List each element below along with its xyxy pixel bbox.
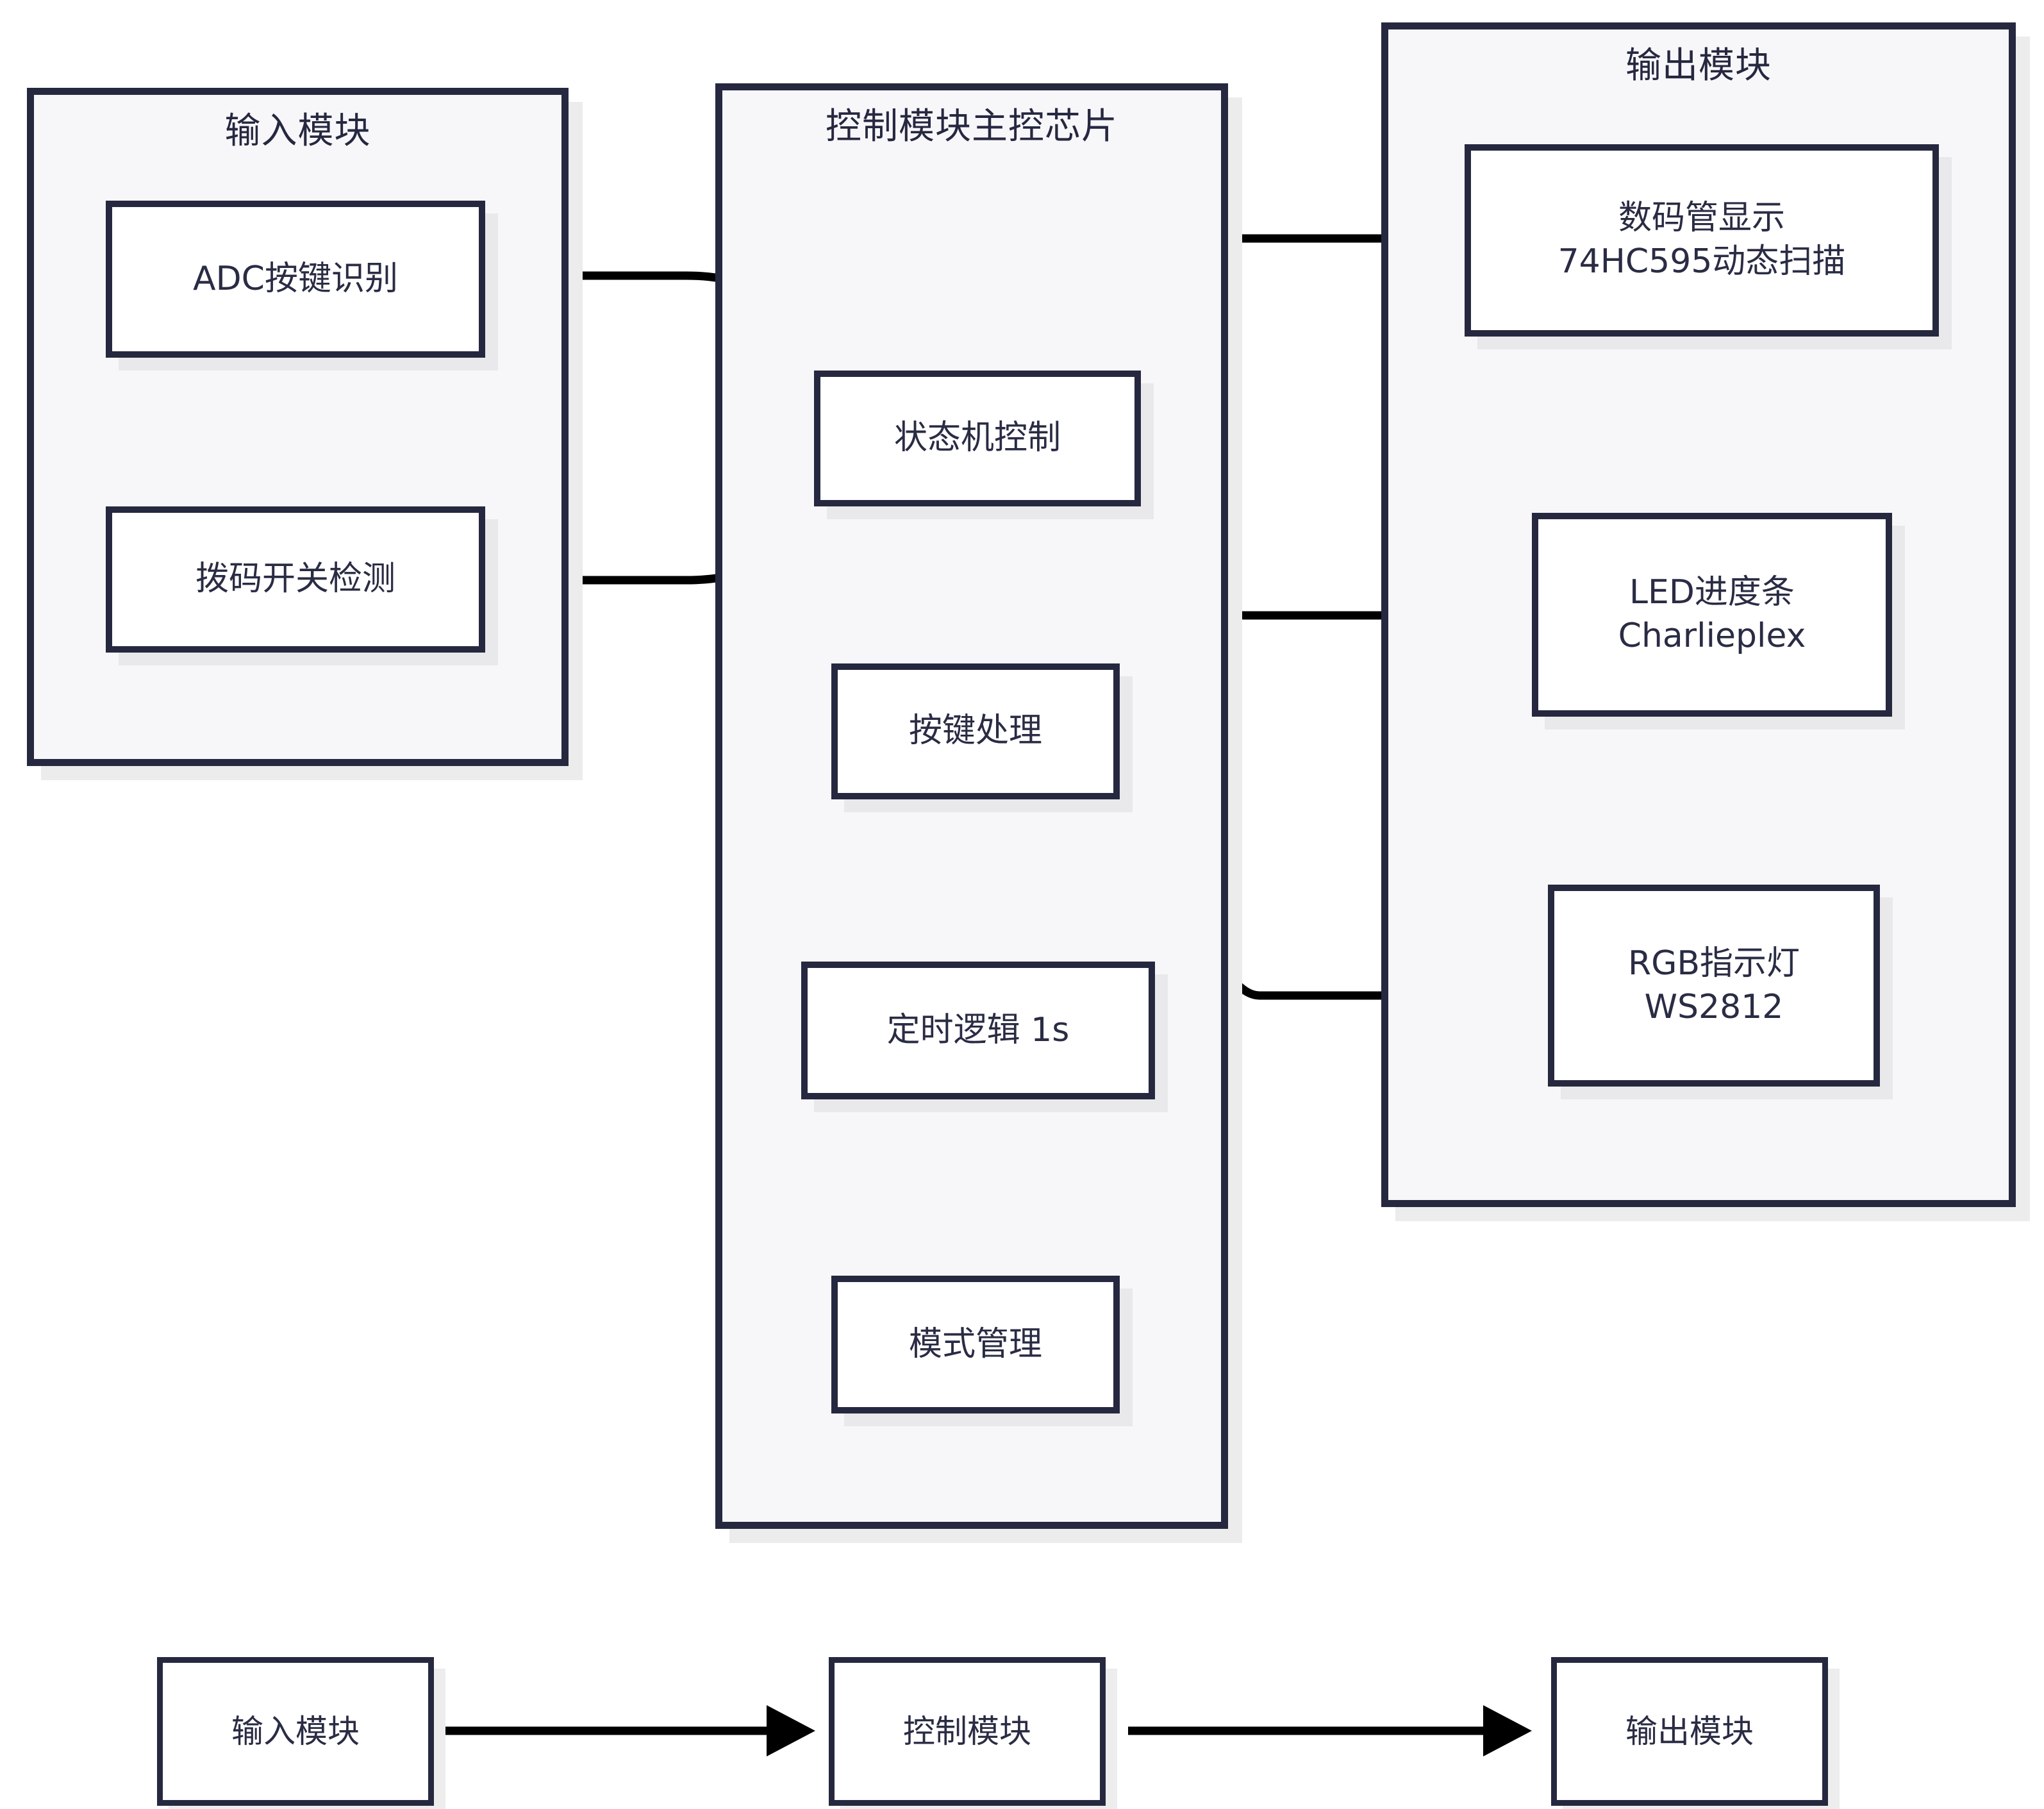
edge-legend-control-to-output (1128, 1705, 1532, 1756)
node-rgb-indicator-label: RGB指示灯 WS2812 (1627, 944, 1800, 1026)
legend-step-control[interactable]: 控制模块 (829, 1657, 1106, 1806)
node-timer-logic[interactable]: 定时逻辑 1s (801, 962, 1155, 1099)
group-input-module[interactable]: 输入模块 (27, 88, 569, 766)
node-mode-management[interactable]: 模式管理 (831, 1276, 1120, 1413)
node-seven-segment-display-label: 数码管显示 74HC595动态扫描 (1558, 199, 1846, 281)
legend-step-output[interactable]: 输出模块 (1551, 1657, 1828, 1806)
node-state-machine-control-label: 状态机控制 (893, 419, 1061, 458)
group-input-module-title: 输入模块 (224, 110, 371, 152)
legend-step-control-label: 控制模块 (903, 1713, 1031, 1750)
node-mode-management-label: 模式管理 (908, 1324, 1042, 1363)
edge-legend-input-to-control (434, 1705, 815, 1756)
node-led-progress-bar[interactable]: LED进度条 Charlieplex (1532, 513, 1892, 717)
group-output-module-title: 输出模块 (1625, 45, 1772, 87)
arrowhead-icon (1483, 1705, 1532, 1756)
node-timer-logic-label: 定时逻辑 1s (886, 1010, 1070, 1049)
node-dip-switch-detect[interactable]: 拨码开关检测 (106, 506, 485, 653)
node-seven-segment-display[interactable]: 数码管显示 74HC595动态扫描 (1465, 144, 1939, 337)
group-control-module-title: 控制模块主控芯片 (826, 106, 1118, 147)
node-dip-switch-detect-label: 拨码开关检测 (195, 560, 395, 599)
arrowhead-icon (767, 1705, 815, 1756)
legend-step-input[interactable]: 输入模块 (157, 1657, 434, 1806)
node-adc-key-recognition-label: ADC按键识别 (193, 259, 398, 298)
node-adc-key-recognition[interactable]: ADC按键识别 (106, 201, 485, 358)
node-key-handling-label: 按键处理 (908, 712, 1042, 751)
node-rgb-indicator[interactable]: RGB指示灯 WS2812 (1548, 885, 1880, 1087)
node-state-machine-control[interactable]: 状态机控制 (814, 371, 1141, 506)
node-led-progress-bar-label: LED进度条 Charlieplex (1618, 573, 1806, 655)
legend-step-input-label: 输入模块 (231, 1713, 360, 1750)
legend-step-output-label: 输出模块 (1625, 1713, 1754, 1750)
node-key-handling[interactable]: 按键处理 (831, 663, 1120, 799)
